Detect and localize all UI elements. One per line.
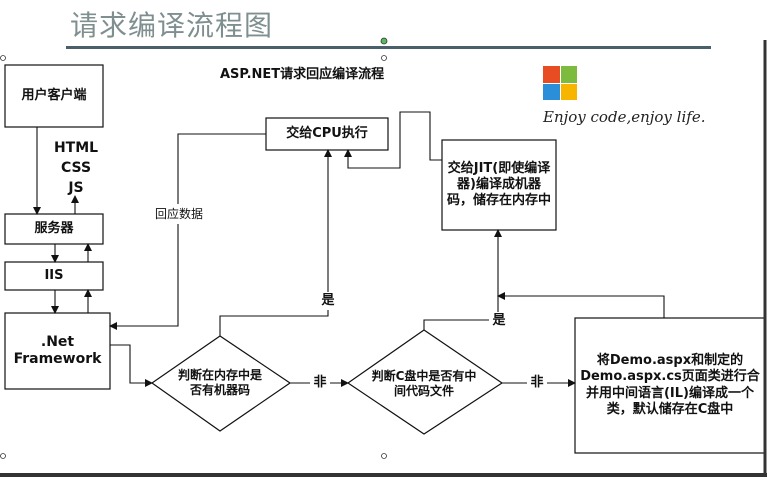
- edge-jit-to-cpu: [344, 111, 442, 169]
- formats-css: CSS: [60, 160, 92, 177]
- edge-label-yes-memory: 是: [318, 292, 338, 310]
- edge-disk-yes: [423, 229, 502, 330]
- logo-tile-blue: [543, 83, 560, 100]
- cpu-label: 交给CPU执行: [286, 125, 368, 141]
- selection-handle-top-mid: [381, 55, 387, 61]
- selection-handle-bottom-mid: [381, 453, 387, 459]
- logo-tile-green: [560, 66, 577, 83]
- framework-box: [4, 312, 111, 390]
- selection-handle-left-bottom: [0, 453, 6, 459]
- formats-html: HTML: [53, 140, 99, 157]
- logo-tile-red: [543, 66, 560, 83]
- brand-tagline: Enjoy code,enjoy life.: [543, 108, 706, 126]
- edge-label-yes-disk: 是: [489, 312, 509, 330]
- logo-tile-yellow: [560, 83, 577, 100]
- selection-handle-top: [380, 37, 388, 45]
- slide-title: 请求编译流程图: [70, 9, 274, 42]
- compile-box: [574, 317, 766, 454]
- compile-label: 将Demo.aspx和制定的Demo.aspx.cs页面类进行合并用中间语言(I…: [580, 353, 760, 417]
- jit-label: 交给JIT(即使编译器)编译成机器码，储存在内存中: [446, 160, 551, 209]
- iis-label: IIS: [44, 267, 64, 283]
- server-box: [4, 213, 104, 245]
- edge-memory-yes: [219, 149, 332, 336]
- diagram-title: ASP.NET请求回应编译流程: [220, 67, 385, 82]
- framework-label: .Net Framework: [13, 333, 102, 368]
- edge-cpu-response: [109, 133, 266, 330]
- formats-js: JS: [68, 180, 84, 197]
- edge-label-no-memory: 非: [310, 374, 330, 392]
- jit-box: [441, 139, 557, 231]
- edge-label-response: 回应数据: [140, 204, 218, 224]
- client-label: 用户客户端: [21, 87, 87, 103]
- edge-framework-to-memory: [110, 344, 153, 387]
- iis-box: [4, 261, 104, 291]
- client-box: [4, 64, 104, 128]
- edge-compile-to-jit: [497, 292, 665, 318]
- edge-label-no-disk: 非: [527, 374, 547, 392]
- title-divider: [66, 46, 711, 49]
- server-label: 服务器: [34, 220, 74, 236]
- windows-logo-icon: [543, 66, 577, 100]
- check-memory-label: 判断在内存中是否有机器码: [177, 368, 262, 397]
- selection-handle-left-top: [0, 55, 6, 61]
- check-disk-label: 判断C盘中是否有中间代码文件: [371, 369, 477, 398]
